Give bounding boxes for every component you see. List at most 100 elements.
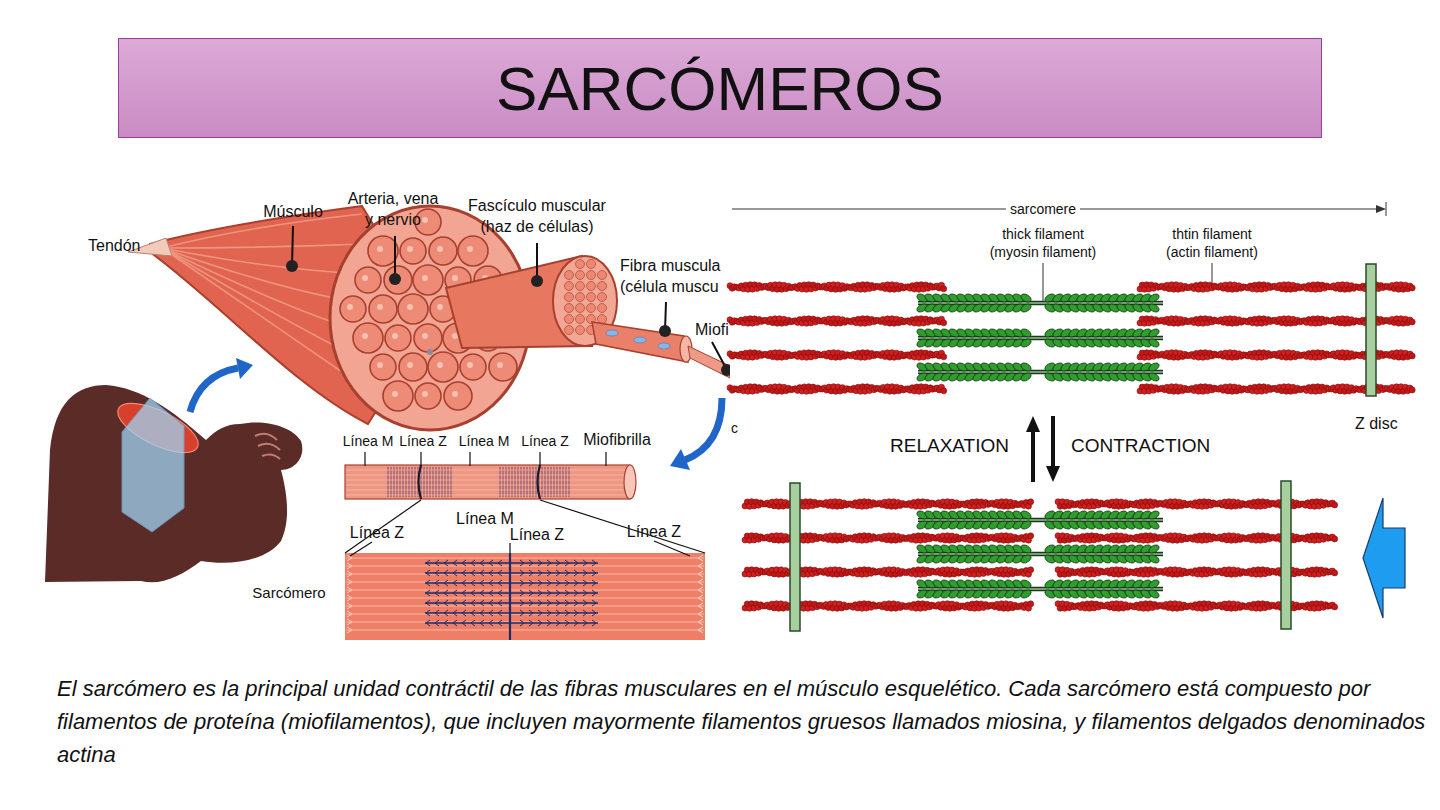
myosin-rod-core	[918, 337, 1163, 338]
myosin-head	[565, 570, 569, 576]
myosin-head	[538, 580, 542, 586]
myosin-head	[556, 600, 560, 606]
fiber-dot	[497, 362, 503, 368]
actin-bead	[1409, 387, 1415, 393]
myofibril-line	[346, 470, 629, 471]
actin-line	[346, 574, 704, 575]
fiber-dot	[362, 275, 368, 281]
fiber-section	[587, 260, 596, 269]
leader-line	[605, 452, 606, 466]
leader-line	[539, 452, 540, 466]
myosin-line	[425, 572, 598, 574]
myosin-head	[583, 620, 587, 626]
actin-bead	[1409, 285, 1415, 291]
fiber-section	[598, 304, 607, 313]
z-chevron	[347, 555, 703, 561]
myosin-filament	[916, 327, 1163, 348]
actin-bead	[941, 388, 947, 394]
myosin-head	[529, 570, 533, 576]
myosin-head	[471, 610, 475, 616]
myosin-head	[529, 580, 533, 586]
myosin-head	[444, 590, 448, 596]
a-band-striation	[400, 467, 401, 497]
fiber-section	[565, 282, 574, 291]
myosin-head	[471, 580, 475, 586]
a-band-striation	[509, 467, 510, 497]
fascicle-section	[353, 323, 383, 353]
leader-dot	[531, 275, 543, 287]
a-band-striation	[569, 467, 570, 497]
myosin-head	[565, 580, 569, 586]
myosin-head	[574, 570, 578, 576]
actin-bead	[1028, 533, 1034, 539]
myosin-head	[462, 600, 466, 606]
fascicle-section	[370, 354, 396, 380]
fascicle-section	[428, 352, 458, 382]
myosin-head	[444, 600, 448, 606]
fiber-section	[598, 282, 607, 291]
myosin-head	[583, 570, 587, 576]
myosin-head	[565, 620, 569, 626]
fascicle-section	[400, 238, 426, 264]
fiber-section	[565, 304, 574, 313]
actin-bead	[941, 320, 947, 326]
myosin-head	[592, 580, 596, 586]
a-band-striation	[445, 467, 446, 497]
leader-line	[420, 452, 421, 466]
myofibril-line	[346, 485, 629, 486]
fiber-section	[587, 282, 596, 291]
myosin-head	[529, 600, 533, 606]
a-band-striation	[451, 467, 452, 497]
myosin-head	[556, 580, 560, 586]
z-chevron	[347, 611, 703, 617]
myosin-head	[471, 600, 475, 606]
a-band-striation	[421, 467, 422, 497]
myosin-head	[556, 570, 560, 576]
myosin-head	[583, 600, 587, 606]
fascicle-section	[415, 383, 441, 409]
myosin-head	[538, 610, 542, 616]
a-band-striation	[436, 467, 437, 497]
fiber-section	[598, 315, 607, 324]
fiber-dot	[452, 391, 458, 397]
actin-line	[346, 606, 704, 607]
myofibril	[345, 465, 630, 499]
muscle-streak	[162, 248, 366, 274]
myosin-head	[471, 560, 475, 566]
fiber-dot	[407, 362, 413, 368]
myosin-head	[592, 620, 596, 626]
a-band-striation	[563, 467, 564, 497]
myosin-head	[547, 570, 551, 576]
a-band-striation	[412, 467, 413, 497]
myosin-head	[547, 560, 551, 566]
leader-dot	[286, 260, 298, 272]
muscle-streak	[162, 244, 364, 248]
z-chevron	[347, 587, 703, 593]
nucleus	[606, 330, 618, 336]
m-line	[509, 553, 511, 640]
myosin-head	[547, 600, 551, 606]
myosin-head	[453, 610, 457, 616]
fiber-section	[576, 293, 585, 302]
actin-line	[346, 598, 704, 599]
myosin-head	[444, 580, 448, 586]
muscle-streak	[162, 214, 362, 248]
fiber-section	[576, 315, 585, 324]
myosin-head	[444, 620, 448, 626]
fascicle-section	[444, 382, 472, 410]
a-band-striation	[397, 467, 398, 497]
myofibril-line	[346, 475, 629, 476]
fascicle-section	[385, 325, 411, 351]
myosin-head	[583, 610, 587, 616]
a-band-striation	[548, 467, 549, 497]
fiber-section	[598, 271, 607, 280]
a-band-striation	[533, 467, 534, 497]
myosin-head	[556, 620, 560, 626]
myosin-head	[583, 560, 587, 566]
myosin-head	[520, 560, 524, 566]
fascicle-section	[429, 237, 457, 265]
fist-lines	[255, 434, 280, 459]
fiber-dot	[422, 333, 428, 339]
myosin-head	[435, 560, 439, 566]
fascicle-section	[414, 324, 442, 352]
